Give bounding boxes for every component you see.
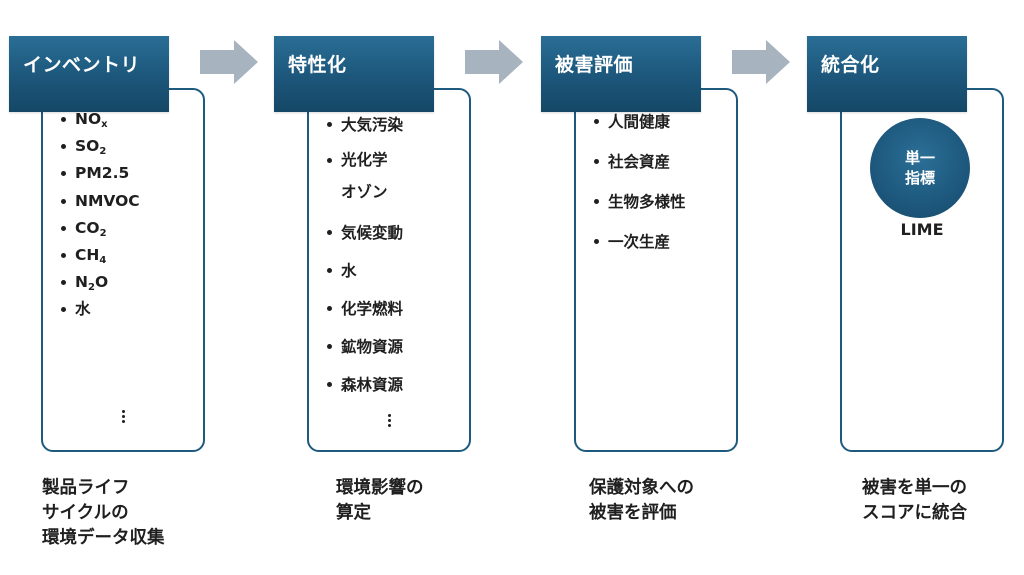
list-item: 人間健康 xyxy=(594,102,686,142)
integration-header: 統合化 xyxy=(807,36,967,112)
characterization-ellipsis xyxy=(309,412,469,434)
list-item: NOx xyxy=(61,106,140,133)
inventory-caption: 製品ライフ サイクルの 環境データ収集 xyxy=(42,478,165,548)
list-item: 気候変動 xyxy=(327,214,403,252)
list-item: 生物多様性 xyxy=(594,182,686,222)
inventory-card: NOx SO2 PM2.5 NMVOC CO2 CH4 N2O 水 xyxy=(41,88,205,452)
list-item: PM2.5 xyxy=(61,160,140,187)
list-item: 社会資産 xyxy=(594,142,686,182)
list-item-label: 光化学オゾン xyxy=(341,151,388,201)
list-item: NMVOC xyxy=(61,188,140,215)
list-item: 鉱物資源 xyxy=(327,328,403,366)
integration-card: 単一 指標 LIME xyxy=(840,88,1004,452)
list-item: 大気汚染 xyxy=(327,106,403,144)
arrow-right-icon xyxy=(465,40,523,84)
list-item: N2O xyxy=(61,269,140,296)
arrow-right-icon xyxy=(732,40,790,84)
list-item: CH4 xyxy=(61,242,140,269)
list-item: 化学燃料 xyxy=(327,290,403,328)
list-item: 光化学オゾン xyxy=(327,144,403,208)
vertical-ellipsis-icon xyxy=(386,412,392,429)
list-item: SO2 xyxy=(61,133,140,160)
vertical-ellipsis-icon xyxy=(120,408,126,425)
list-item: 水 xyxy=(61,296,140,323)
damage-caption: 保護対象への 被害を評価 xyxy=(589,478,694,523)
list-item: 森林資源 xyxy=(327,366,403,404)
characterization-caption: 環境影響の 算定 xyxy=(336,478,424,523)
characterization-card: 大気汚染 光化学オゾン 気候変動 水 化学燃料 鉱物資源 森林資源 xyxy=(307,88,471,452)
damage-card: 人間健康 社会資産 生物多様性 一次生産 xyxy=(574,88,738,452)
damage-list: 人間健康 社会資産 生物多様性 一次生産 xyxy=(594,102,686,262)
inventory-ellipsis xyxy=(43,408,203,430)
characterization-header: 特性化 xyxy=(274,36,434,112)
badge-line: 指標 xyxy=(904,169,935,187)
single-index-badge: 単一 指標 xyxy=(870,118,970,218)
badge-line: 単一 xyxy=(904,149,935,167)
list-item: 水 xyxy=(327,252,403,290)
list-item: 一次生産 xyxy=(594,222,686,262)
integration-caption: 被害を単一の スコアに統合 xyxy=(862,478,967,523)
characterization-list: 大気汚染 光化学オゾン 気候変動 水 化学燃料 鉱物資源 森林資源 xyxy=(327,106,403,404)
inventory-header: インベントリ xyxy=(9,36,169,112)
method-label: LIME xyxy=(900,220,944,239)
damage-header: 被害評価 xyxy=(541,36,701,112)
inventory-list: NOx SO2 PM2.5 NMVOC CO2 CH4 N2O 水 xyxy=(61,106,140,324)
list-item: CO2 xyxy=(61,215,140,242)
arrow-right-icon xyxy=(200,40,258,84)
